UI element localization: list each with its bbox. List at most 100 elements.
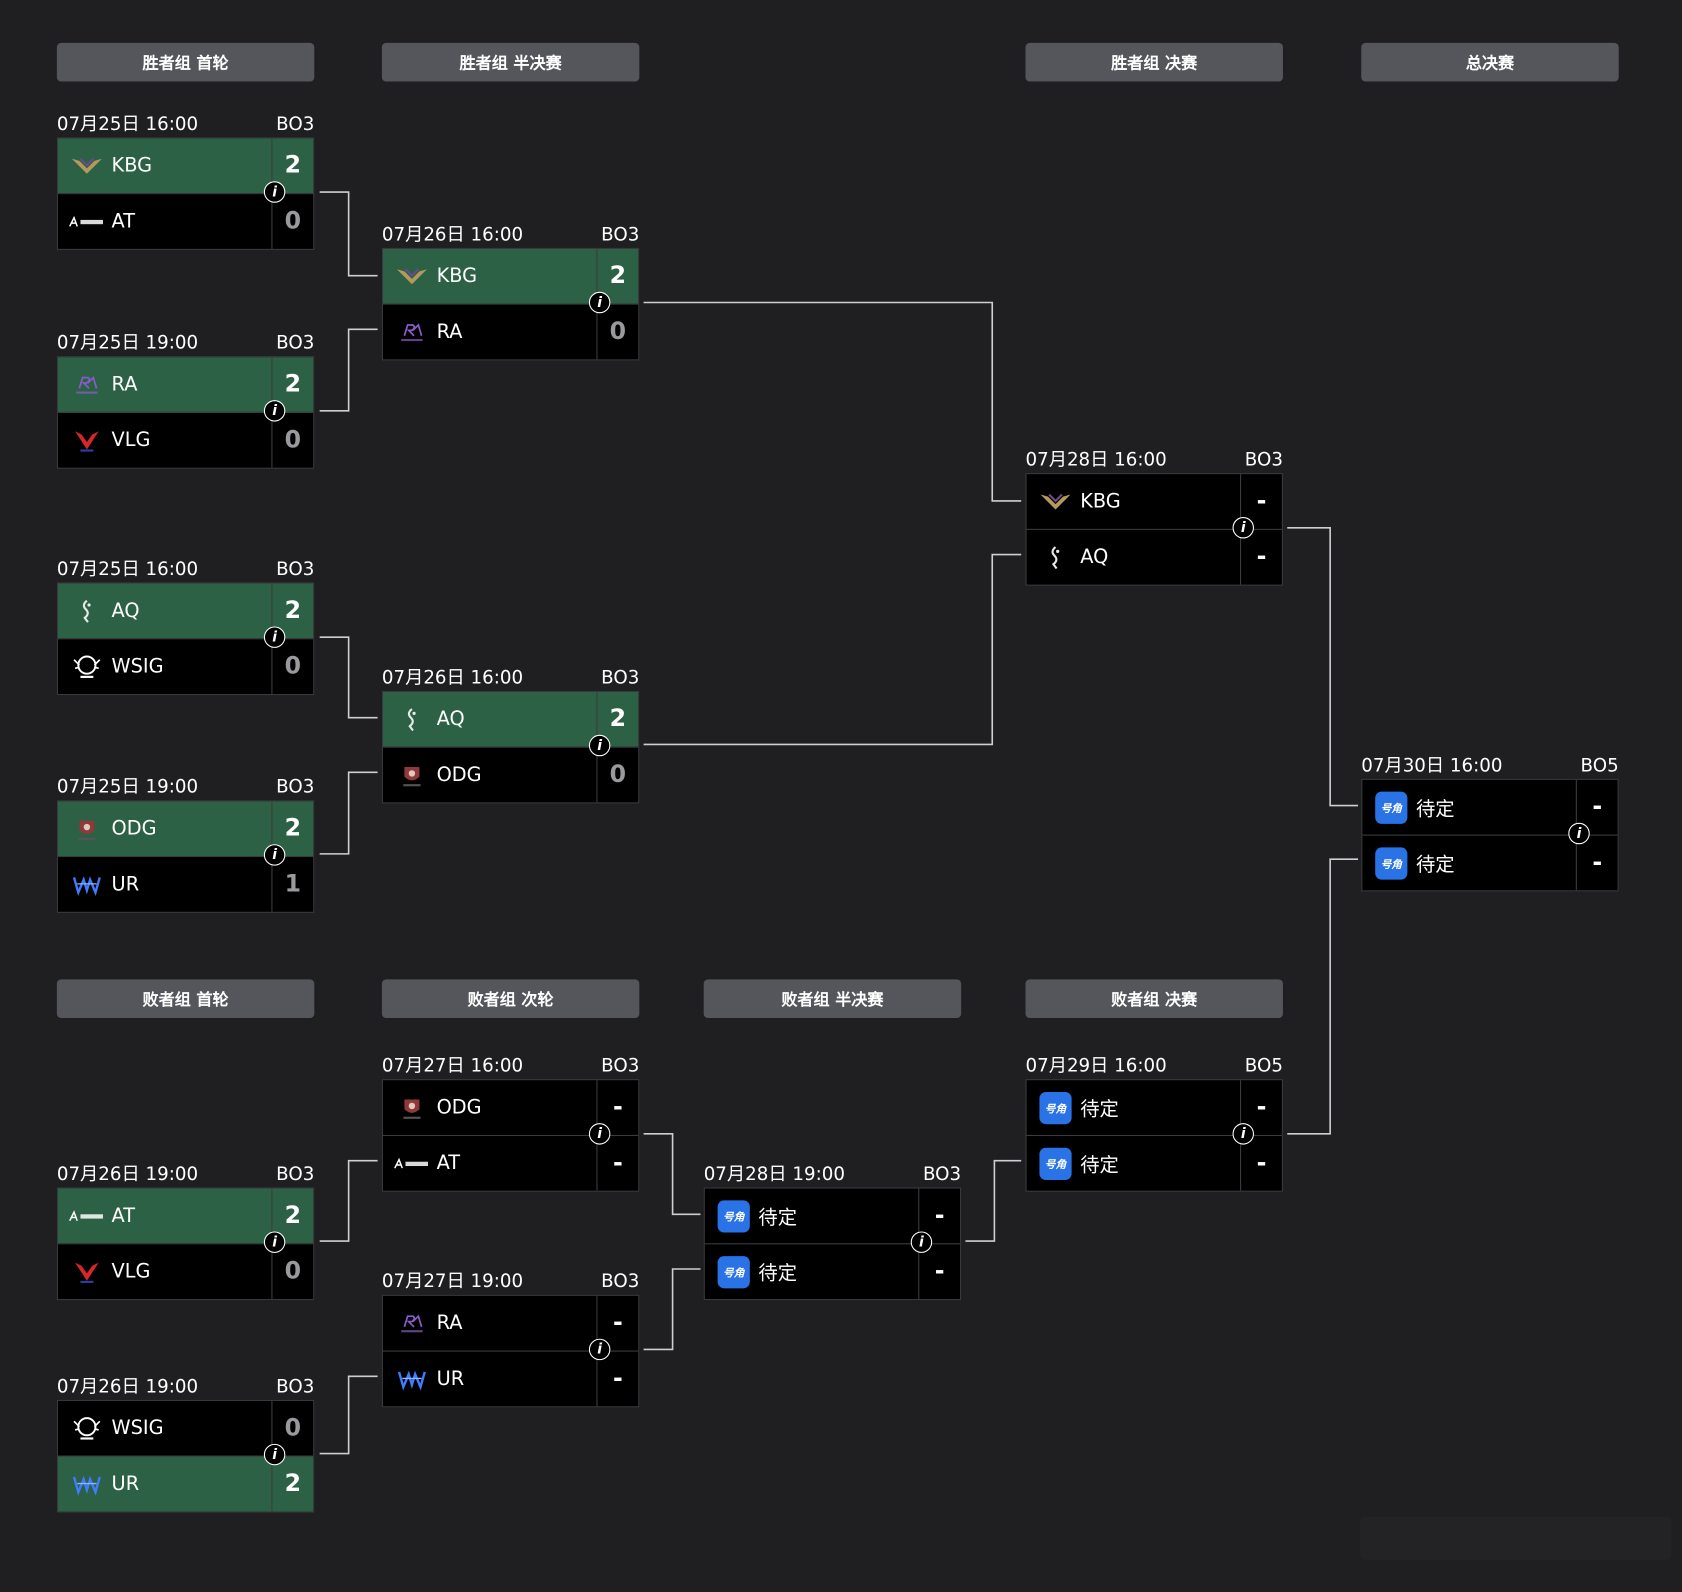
header-winners-round1: 胜者组 首轮 bbox=[56, 42, 315, 82]
tbd-badge-icon: 号角 bbox=[715, 1255, 751, 1288]
team-row[interactable]: WSIG 0 bbox=[58, 1400, 313, 1456]
match-format: BO3 bbox=[276, 113, 315, 136]
match-format: BO3 bbox=[922, 1163, 962, 1186]
info-icon[interactable]: i bbox=[263, 1443, 286, 1466]
info-icon[interactable]: i bbox=[588, 1123, 611, 1145]
tbd-badge-icon: 号角 bbox=[1373, 791, 1409, 824]
team-name: AQ bbox=[1080, 546, 1109, 569]
info-icon[interactable]: i bbox=[263, 400, 286, 422]
match-format: BO3 bbox=[276, 332, 315, 354]
team-row[interactable]: RA - bbox=[383, 1295, 638, 1351]
team-row[interactable]: 号角 待定 - bbox=[1026, 1134, 1282, 1191]
match-box[interactable]: AQ 2 ODG 0 i bbox=[381, 690, 640, 804]
team-score: - bbox=[918, 1244, 960, 1300]
match-box[interactable]: RA 2 VLG 0 i bbox=[56, 356, 315, 469]
team-row[interactable]: AQ - bbox=[1026, 528, 1282, 585]
info-icon[interactable]: i bbox=[588, 291, 611, 314]
match-time: 07月30日 16:00 bbox=[1361, 755, 1503, 777]
kbg-logo-icon bbox=[394, 263, 430, 289]
match-box[interactable]: 号角 待定 - 号角 待定 - i bbox=[1025, 1079, 1283, 1192]
match-box[interactable]: WSIG 0 UR 2 i bbox=[56, 1399, 315, 1513]
team-row[interactable]: ODG 0 bbox=[382, 746, 639, 803]
at-logo-icon bbox=[69, 209, 105, 235]
team-row[interactable]: UR 1 bbox=[57, 856, 314, 912]
match-box[interactable]: KBG 2 AT 0 i bbox=[56, 137, 315, 250]
ra-logo-icon bbox=[394, 319, 430, 345]
team-name: UR bbox=[436, 1367, 465, 1391]
team-row[interactable]: WSIG 0 bbox=[57, 638, 314, 695]
match-box[interactable]: 号角 待定 - 号角 待定 - i bbox=[703, 1187, 962, 1301]
info-icon[interactable]: i bbox=[263, 844, 286, 866]
info-icon[interactable]: i bbox=[263, 626, 286, 648]
team-row[interactable]: 号角 待定 - bbox=[705, 1188, 960, 1244]
match-box[interactable]: KBG - AQ - i bbox=[1025, 473, 1283, 586]
team-row[interactable]: 号角 待定 - bbox=[704, 1243, 961, 1300]
info-icon[interactable]: i bbox=[910, 1231, 933, 1253]
header-winners-final: 胜者组 决赛 bbox=[1025, 42, 1283, 82]
info-icon[interactable]: i bbox=[588, 1338, 611, 1361]
info-icon[interactable]: i bbox=[263, 181, 286, 203]
header-grand-final: 总决赛 bbox=[1361, 42, 1619, 82]
team-row[interactable]: UR 2 bbox=[57, 1455, 314, 1512]
info-icon[interactable]: i bbox=[588, 734, 611, 757]
match-box[interactable]: KBG 2 RA 0 i bbox=[381, 247, 640, 361]
team-row[interactable]: AT 0 bbox=[57, 193, 314, 249]
match-time: 07月28日 16:00 bbox=[1025, 449, 1167, 471]
match-box[interactable]: RA - UR - i bbox=[381, 1294, 640, 1408]
team-row[interactable]: VLG 0 bbox=[57, 1243, 314, 1300]
info-icon[interactable]: i bbox=[1232, 517, 1254, 539]
team-row[interactable]: AT - bbox=[382, 1134, 639, 1191]
match-box[interactable]: AQ 2 WSIG 0 i bbox=[56, 582, 315, 696]
match-format: BO3 bbox=[601, 1271, 640, 1293]
team-score: 0 bbox=[596, 304, 638, 360]
info-icon[interactable]: i bbox=[1232, 1123, 1254, 1145]
match-box[interactable]: ODG - AT - i bbox=[381, 1079, 640, 1192]
team-score: 0 bbox=[596, 747, 638, 803]
connector-m9-m11 bbox=[319, 1159, 378, 1242]
info-icon[interactable]: i bbox=[1568, 822, 1590, 845]
team-name: AT bbox=[111, 1204, 136, 1228]
match-box[interactable]: ODG 2 UR 1 i bbox=[56, 800, 315, 913]
match-time: 07月26日 19:00 bbox=[56, 1376, 199, 1398]
team-row[interactable]: 号角 待定 - bbox=[1362, 779, 1617, 835]
team-score: - bbox=[1240, 1080, 1282, 1135]
team-row[interactable]: 号角 待定 - bbox=[1027, 1080, 1282, 1135]
match-box[interactable]: AT 2 VLG 0 i bbox=[56, 1187, 315, 1301]
info-icon[interactable]: i bbox=[263, 1231, 286, 1253]
team-name: KBG bbox=[111, 154, 153, 177]
team-row[interactable]: UR - bbox=[382, 1350, 639, 1407]
match-box[interactable]: 号角 待定 - 号角 待定 - i bbox=[1361, 778, 1619, 892]
team-name: 待定 bbox=[758, 1206, 798, 1229]
team-row[interactable]: VLG 0 bbox=[57, 411, 314, 468]
wsig-logo-icon bbox=[69, 654, 105, 680]
team-row[interactable]: ODG - bbox=[383, 1080, 638, 1135]
team-name: AT bbox=[436, 1152, 461, 1175]
team-name: ODG bbox=[436, 1096, 482, 1119]
aq-logo-icon bbox=[69, 598, 105, 624]
team-row[interactable]: KBG - bbox=[1027, 474, 1282, 529]
team-score: 2 bbox=[271, 583, 313, 639]
team-name: RA bbox=[436, 1311, 463, 1335]
team-row[interactable]: 号角 待定 - bbox=[1362, 834, 1618, 891]
team-row[interactable]: RA 0 bbox=[382, 303, 639, 360]
team-name: UR bbox=[111, 1472, 140, 1496]
